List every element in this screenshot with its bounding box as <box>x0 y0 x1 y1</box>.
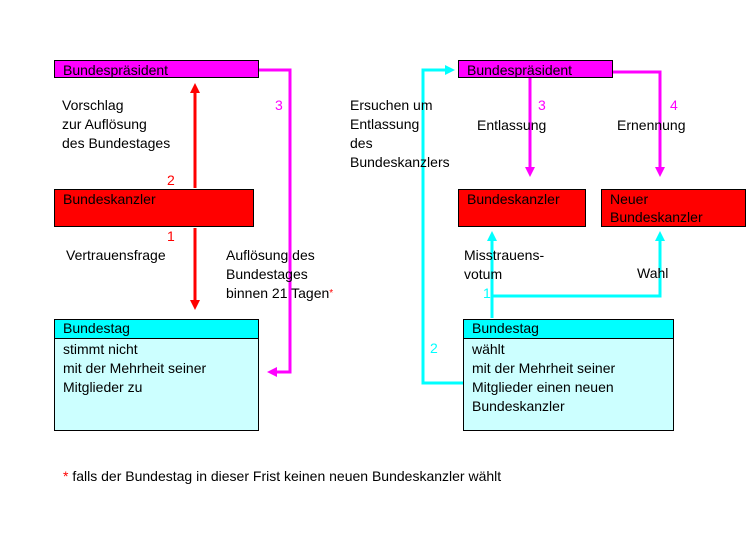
right-chancellor-label: Bundeskanzler <box>467 191 560 207</box>
right-chancellor-box: Bundeskanzler <box>458 189 586 227</box>
right-president-box: Bundespräsident <box>458 60 613 78</box>
left-proposal-label: Vorschlag zur Auflösung des Bundestages <box>62 97 171 151</box>
left-chancellor-box: Bundeskanzler <box>54 189 254 227</box>
arrow-dissolution <box>259 68 292 377</box>
right-request-label: Ersuchen um Entlassung des Bundeskanzler… <box>350 97 450 170</box>
footnote-text: falls der Bundestag in dieser Frist kein… <box>68 468 502 484</box>
left-asterisk: * <box>329 288 334 299</box>
right-bundestag-text: wählt mit der Mehrheit seiner Mitglieder… <box>472 341 616 414</box>
left-step-2: 2 <box>167 172 175 188</box>
footnote-asterisk: * <box>63 468 69 484</box>
right-election-label: Wahl <box>637 265 669 281</box>
right-bundestag-header: Bundestag <box>464 320 673 339</box>
left-step-3: 3 <box>275 97 283 113</box>
right-new-chancellor-box: Neuer Bundeskanzler <box>601 189 746 227</box>
footnote: * falls der Bundestag in dieser Frist ke… <box>63 468 501 484</box>
right-bundestag-box: Bundestag wählt mit der Mehrheit seiner … <box>463 319 674 431</box>
left-step-1: 1 <box>167 228 175 244</box>
left-bundestag-header: Bundestag <box>55 320 258 339</box>
right-step-1: 1 <box>483 285 491 301</box>
left-bundestag-text: stimmt nicht mit der Mehrheit seiner Mit… <box>63 341 207 395</box>
left-president-box: Bundespräsident <box>54 60 259 78</box>
arrow-appointment <box>613 70 665 177</box>
right-step-4: 4 <box>670 97 678 113</box>
left-dissolution-text: Auflösung des Bundestages binnen 21 Tage… <box>226 247 330 301</box>
right-step-2: 2 <box>430 340 438 356</box>
left-chancellor-label: Bundeskanzler <box>63 191 156 207</box>
arrow-request-dismissal <box>421 65 463 385</box>
right-dismissal-label: Entlassung <box>477 117 547 133</box>
right-new-chancellor-label: Neuer Bundeskanzler <box>610 191 703 225</box>
left-president-label: Bundespräsident <box>63 62 169 78</box>
left-confidence-label: Vertrauensfrage <box>66 247 166 263</box>
right-appointment-label: Ernennung <box>617 117 686 133</box>
right-step-3: 3 <box>538 97 546 113</box>
right-president-label: Bundespräsident <box>467 62 573 78</box>
left-bundestag-box: Bundestag stimmt nicht mit der Mehrheit … <box>54 319 259 431</box>
left-dissolution-label: Auflösung des Bundestages binnen 21 Tage… <box>226 246 333 303</box>
right-no-confidence-label: Misstrauens- votum <box>464 247 545 282</box>
arrow-election <box>492 231 665 298</box>
